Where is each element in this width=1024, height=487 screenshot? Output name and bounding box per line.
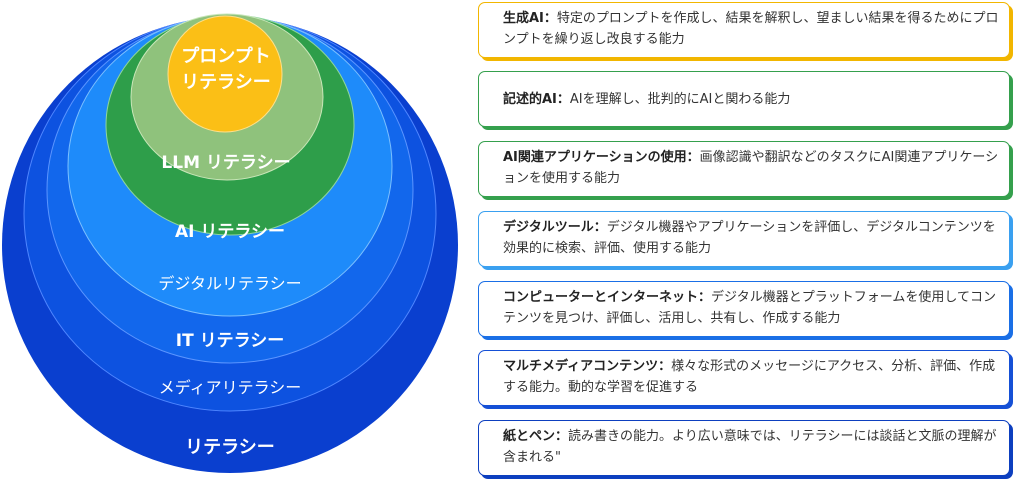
card-generative-ai: 生成AI：特定のプロンプトを作成し、結果を解釈し、望ましい結果を得るためにプロン…: [478, 2, 1010, 58]
card-text: 読み書きの能力。より広い意味では、リテラシーには談話と文脈の理解が含まれる": [503, 429, 997, 465]
label-it-literacy: IT リテラシー: [175, 331, 285, 351]
label-media-literacy: メディアリテラシー: [158, 378, 302, 397]
card-title: 記述的AI：: [503, 91, 570, 107]
card-title: 生成AI：: [503, 11, 557, 26]
card-computer-internet: コンピューターとインターネット：デジタル機器とプラットフォームを使用してコンテン…: [478, 281, 1010, 337]
card-text: 様々な形式のメッセージにアクセス、分析、評価、作成する能力。動的な学習を促進する: [503, 359, 996, 395]
card-title: デジタルツール：: [503, 220, 607, 235]
card-ai-applications: AI関連アプリケーションの使用：画像認識や翻訳などのタスクにAI関連アプリケーシ…: [478, 141, 1010, 197]
card-title: マルチメディアコンテンツ：: [503, 359, 672, 374]
nested-circles: [2, 13, 458, 473]
card-text: AIを理解し、批判的にAIと関わる能力: [569, 91, 791, 107]
card-text: 特定のプロンプトを作成し、結果を解釈し、望ましい結果を得るためにプロンプトを繰り…: [503, 11, 999, 47]
literacy-circles-diagram: プロンプト リテラシー LLM リテラシー AI リテラシー デジタルリテラシー…: [0, 0, 470, 483]
label-digital-literacy: デジタルリテラシー: [158, 274, 302, 293]
card-text: デジタル機器やアプリケーションを評価し、デジタルコンテンツを効果的に検索、評価、…: [503, 220, 996, 256]
card-paper-pen: 紙とペン：読み書きの能力。より広い意味では、リテラシーには談話と文脈の理解が含ま…: [478, 420, 1010, 476]
card-digital-tools: デジタルツール：デジタル機器やアプリケーションを評価し、デジタルコンテンツを効果…: [478, 211, 1010, 267]
card-title: コンピューターとインターネット：: [503, 290, 712, 305]
circle-prompt-literacy: [167, 15, 283, 133]
card-multimedia: マルチメディアコンテンツ：様々な形式のメッセージにアクセス、分析、評価、作成する…: [478, 350, 1010, 406]
card-descriptive-ai: 記述的AI：AIを理解し、批判的にAIと関わる能力: [478, 71, 1010, 127]
label-llm-literacy: LLM リテラシー: [161, 153, 291, 173]
label-prompt-literacy: プロンプト リテラシー: [181, 46, 271, 93]
card-title: AI関連アプリケーションの使用：: [503, 150, 700, 165]
label-ai-literacy: AI リテラシー: [174, 222, 286, 242]
card-title: 紙とペン：: [503, 429, 569, 444]
card-text: デジタル機器とプラットフォームを使用してコンテンツを見つけ、評価し、活用し、共有…: [503, 290, 996, 326]
label-literacy: リテラシー: [185, 437, 275, 458]
card-text: 画像認識や翻訳などのタスクにAI関連アプリケーションを使用する能力: [503, 150, 999, 186]
